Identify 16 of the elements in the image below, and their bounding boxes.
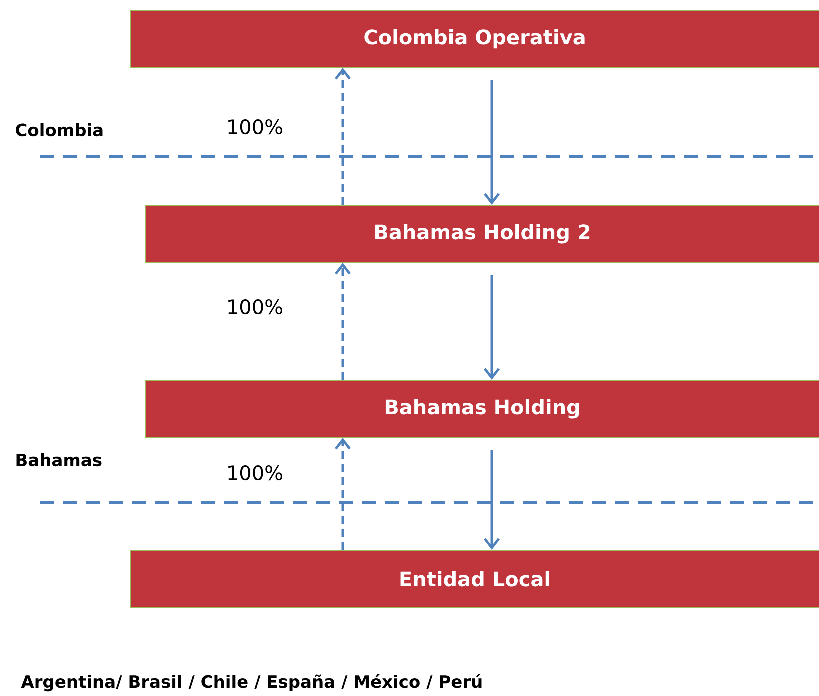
entity-box: Colombia Operativa	[130, 10, 819, 68]
entity-box: Bahamas Holding 2	[145, 205, 819, 263]
arrow	[335, 438, 351, 550]
arrow	[484, 450, 500, 550]
region-label: Bahamas	[16, 453, 102, 467]
country-list: Argentina/ Brasil / Chile / España / México / Perú	[21, 674, 482, 692]
edge-label: 100%	[225, 464, 285, 482]
arrow	[484, 80, 500, 205]
arrow	[484, 275, 500, 380]
arrow	[335, 68, 351, 205]
edge-label: 100%	[225, 118, 285, 136]
entity-box: Entidad Local	[130, 550, 819, 608]
arrow	[335, 263, 351, 380]
entity-box: Bahamas Holding	[145, 380, 819, 438]
edge-label: 100%	[225, 298, 285, 316]
region-label: Colombia	[16, 123, 103, 137]
